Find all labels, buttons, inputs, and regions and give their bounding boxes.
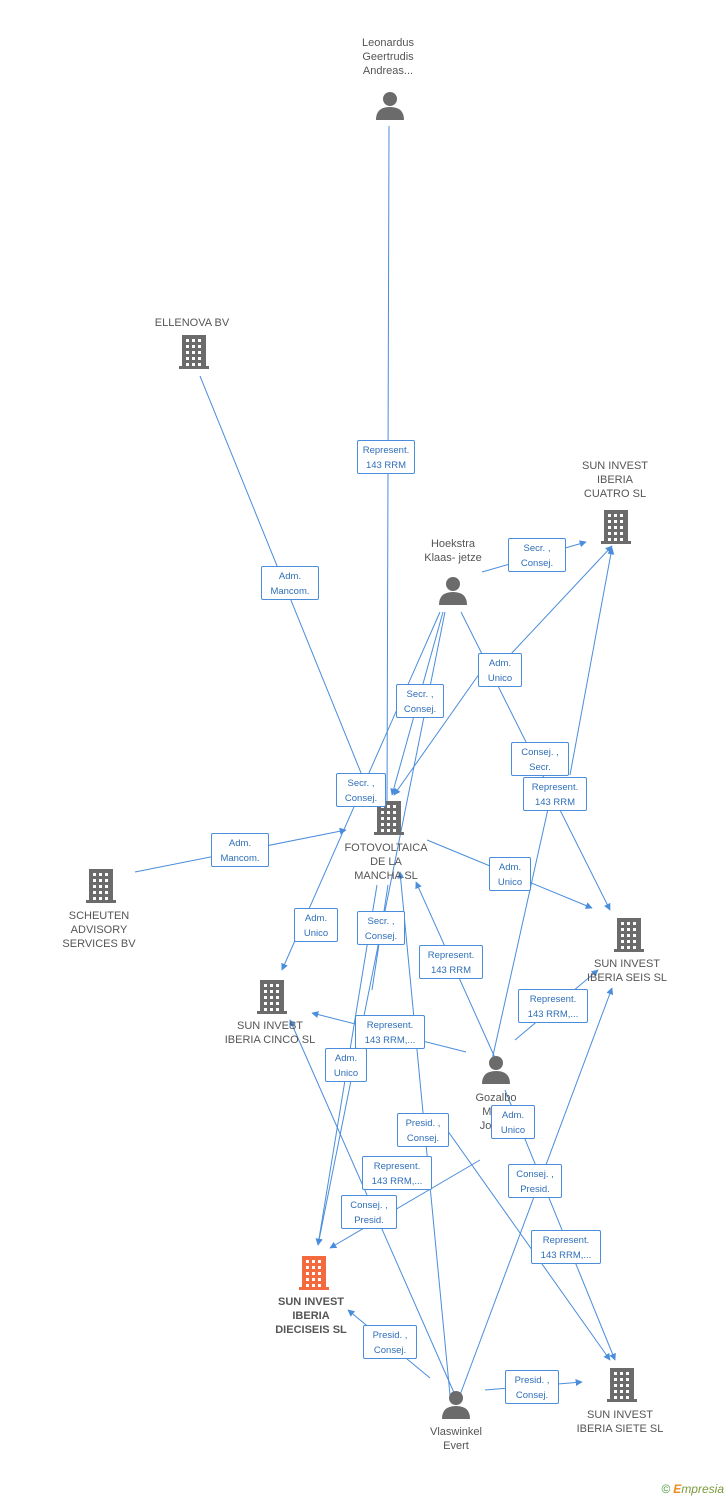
edge-label[interactable]: Adm. Unico bbox=[489, 857, 531, 891]
edge-label[interactable]: Adm. Unico bbox=[491, 1105, 535, 1139]
brand-initial: E bbox=[673, 1482, 682, 1496]
edge-label[interactable]: Consej. , Secr. bbox=[511, 742, 569, 776]
edge-label[interactable]: Represent. 143 RRM,... bbox=[518, 989, 588, 1023]
node-label-dieciseis[interactable]: SUN INVEST IBERIA DIECISEIS SL bbox=[275, 1296, 347, 1336]
copyright-symbol: © bbox=[661, 1482, 671, 1496]
edge-label[interactable]: Represent. 143 RRM bbox=[357, 440, 415, 474]
edge-label[interactable]: Represent. 143 RRM,... bbox=[355, 1015, 425, 1049]
edge-label[interactable]: Presid. , Consej. bbox=[397, 1113, 449, 1147]
building-icon[interactable] bbox=[257, 980, 287, 1014]
edge-label[interactable]: Represent. 143 RRM bbox=[523, 777, 587, 811]
brand-name: mpresia bbox=[681, 1482, 724, 1496]
person-icon[interactable] bbox=[439, 577, 467, 605]
edge-label[interactable]: Presid. , Consej. bbox=[363, 1325, 417, 1359]
node-label-vlaswinkel[interactable]: Vlaswinkel Evert bbox=[430, 1426, 482, 1452]
edge-label[interactable]: Adm. Unico bbox=[294, 908, 338, 942]
edge-line bbox=[569, 547, 615, 776]
edge-line bbox=[491, 799, 551, 1061]
building-icon[interactable] bbox=[607, 1368, 637, 1402]
edge-label[interactable]: Adm. Unico bbox=[478, 653, 522, 687]
edge-line bbox=[393, 659, 490, 796]
edge-label[interactable]: Consej. , Presid. bbox=[341, 1195, 397, 1229]
node-label-hoekstra[interactable]: Hoekstra Klaas- jetze bbox=[424, 538, 482, 564]
node-label-cuatro[interactable]: SUN INVEST IBERIA CUATRO SL bbox=[581, 460, 648, 500]
edge-label[interactable]: Adm. Unico bbox=[325, 1048, 367, 1082]
building-icon[interactable] bbox=[299, 1256, 329, 1290]
edge-label[interactable]: Represent. 143 RRM,... bbox=[531, 1230, 601, 1264]
node-label-fotovoltaica[interactable]: FOTOVOLTAICA DE LA MANCHA SL bbox=[344, 842, 428, 882]
node-label-ellenova[interactable]: ELLENOVA BV bbox=[154, 317, 230, 329]
building-icon[interactable] bbox=[614, 918, 644, 952]
edge-line bbox=[509, 545, 613, 656]
node-label-siete[interactable]: SUN INVEST IBERIA SIETE SL bbox=[576, 1409, 664, 1435]
person-icon[interactable] bbox=[482, 1056, 510, 1084]
edge-label[interactable]: Represent. 143 RRM,... bbox=[362, 1156, 432, 1190]
edge-line bbox=[329, 1159, 481, 1249]
person-icon[interactable] bbox=[442, 1391, 470, 1419]
edge-label[interactable]: Presid. , Consej. bbox=[505, 1370, 559, 1404]
edge-label[interactable]: Adm. Mancom. bbox=[261, 566, 319, 600]
node-label-seis[interactable]: SUN INVEST IBERIA SEIS SL bbox=[586, 958, 668, 984]
node-label-cinco[interactable]: SUN INVEST IBERIA CINCO SL bbox=[224, 1020, 316, 1046]
building-icon[interactable] bbox=[179, 335, 209, 369]
building-icon[interactable] bbox=[86, 869, 116, 903]
edge-label[interactable]: Adm. Mancom. bbox=[211, 833, 269, 867]
node-label-leonardus[interactable]: Leonardus Geertrudis Andreas... bbox=[362, 37, 414, 77]
edge-label[interactable]: Consej. , Presid. bbox=[508, 1164, 562, 1198]
edge-label[interactable]: Secr. , Consej. bbox=[336, 773, 386, 807]
building-icon[interactable] bbox=[601, 510, 631, 544]
edge-line bbox=[439, 1119, 611, 1361]
node-label-scheuten[interactable]: SCHEUTEN ADVISORY SERVICES BV bbox=[62, 910, 136, 950]
empresia-brand[interactable]: ©Empresia bbox=[661, 1482, 724, 1496]
node-icons bbox=[86, 92, 644, 1419]
person-icon[interactable] bbox=[376, 92, 404, 120]
edge-label[interactable]: Represent. 143 RRM bbox=[419, 945, 483, 979]
edge-label[interactable]: Secr. , Consej. bbox=[508, 538, 566, 572]
edge-label[interactable]: Secr. , Consej. bbox=[357, 911, 405, 945]
edge-label[interactable]: Secr. , Consej. bbox=[396, 684, 444, 718]
